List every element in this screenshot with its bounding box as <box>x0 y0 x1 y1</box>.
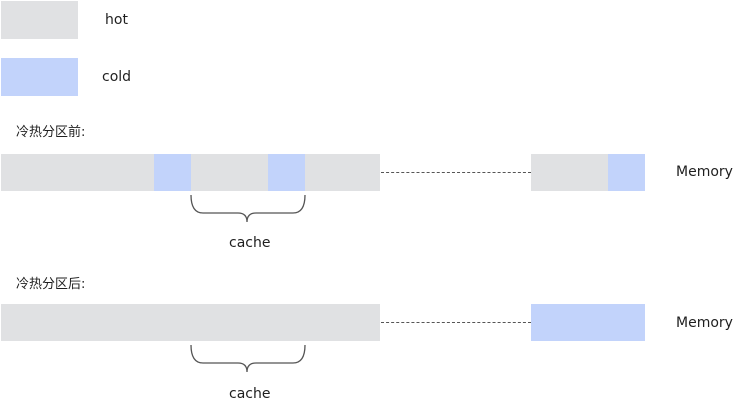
before-cache-brace <box>190 194 306 223</box>
before-memory-label: Memory <box>676 164 733 180</box>
after-hot-block <box>1 304 380 341</box>
after-dashed-connector <box>381 322 531 323</box>
legend-hot-swatch <box>1 1 78 39</box>
legend-hot-label: hot <box>105 12 128 28</box>
legend-cold-label: cold <box>102 69 132 85</box>
before-dashed-connector <box>381 172 531 173</box>
before-hot-block-1 <box>1 154 154 191</box>
before-hot-block-4 <box>531 154 608 191</box>
before-cold-block-3 <box>608 154 645 191</box>
before-hot-block-3 <box>305 154 380 191</box>
after-memory-label: Memory <box>676 315 733 331</box>
legend-cold-swatch <box>1 58 78 96</box>
after-title: 冷热分区后: <box>16 277 86 292</box>
before-cold-block-2 <box>268 154 305 191</box>
before-cache-label: cache <box>229 235 271 251</box>
before-title: 冷热分区前: <box>16 125 86 140</box>
before-cold-block-1 <box>154 154 191 191</box>
before-hot-block-2 <box>191 154 268 191</box>
after-cache-brace <box>190 344 306 373</box>
after-cold-block <box>531 304 645 341</box>
after-cache-label: cache <box>229 386 271 402</box>
